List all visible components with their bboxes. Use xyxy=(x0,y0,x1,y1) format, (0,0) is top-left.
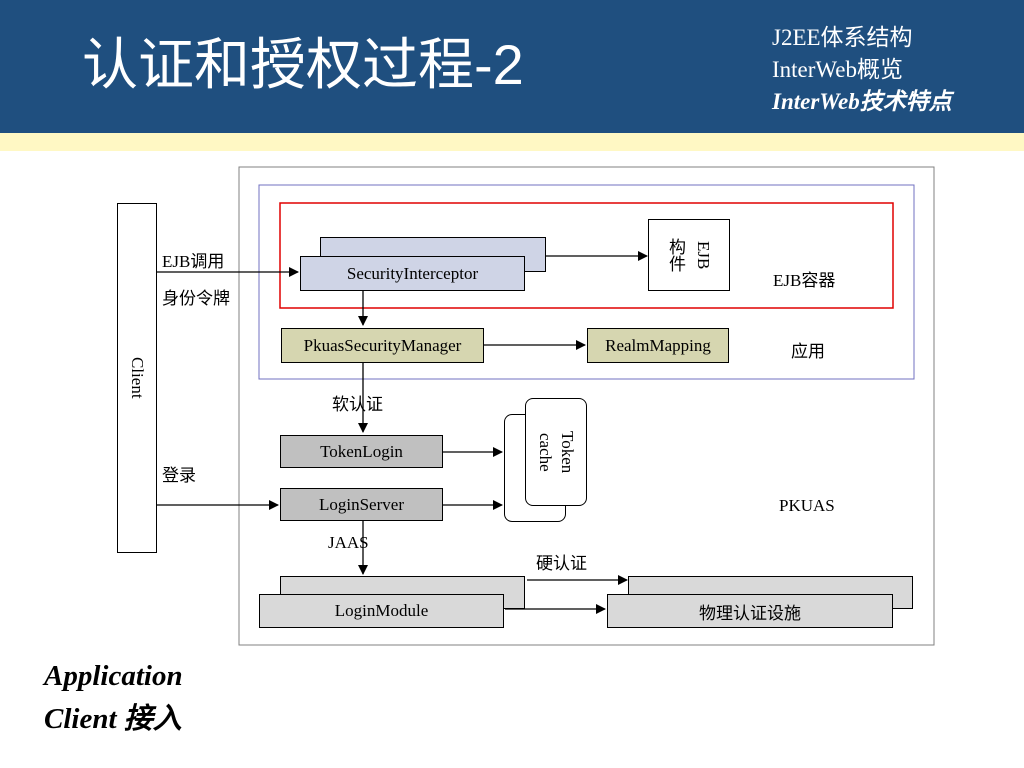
token-cache-label-1: Token xyxy=(558,430,577,474)
security-interceptor-box: SecurityInterceptor xyxy=(300,256,525,291)
security-manager-box: PkuasSecurityManager xyxy=(281,328,484,363)
physical-auth-label: 物理认证设施 xyxy=(699,603,801,623)
login-server-box: LoginServer xyxy=(280,488,443,521)
accent-band xyxy=(0,133,1024,151)
hard-auth-label: 硬认证 xyxy=(536,554,587,573)
realm-mapping-box: RealmMapping xyxy=(587,328,729,363)
physical-auth-box: 物理认证设施 xyxy=(607,594,893,628)
login-label: 登录 xyxy=(162,466,196,485)
pkuas-label: PKUAS xyxy=(779,496,835,515)
security-manager-label: PkuasSecurityManager xyxy=(303,335,462,355)
token-cache-label-2: cache xyxy=(536,432,555,472)
toc-item-features[interactable]: InterWeb技术特点 xyxy=(772,89,952,114)
caption-line-1: Application xyxy=(44,660,183,692)
ejb-call-label: EJB调用 xyxy=(162,252,225,271)
caption-line-2: Client 接入 xyxy=(44,703,182,735)
application-client-caption: Application Client 接入 xyxy=(44,655,183,741)
ejb-component-label-cn: 构件 xyxy=(666,238,685,272)
login-module-label: LoginModule xyxy=(334,601,429,620)
login-module-box: LoginModule xyxy=(259,594,504,628)
client-label: Client xyxy=(128,357,147,399)
ejb-container-label: EJB容器 xyxy=(773,271,836,290)
page-title: 认证和授权过程-2 xyxy=(82,33,524,96)
token-cache-box: cache Token xyxy=(525,398,587,506)
identity-token-label: 身份令牌 xyxy=(162,289,230,308)
application-label: 应用 xyxy=(791,342,825,361)
application-frame xyxy=(258,184,915,380)
toc-item-j2ee[interactable]: J2EE体系结构 xyxy=(772,25,913,50)
login-server-label: LoginServer xyxy=(319,494,404,514)
ejb-component-label-en: EJB xyxy=(694,240,713,270)
toc-item-overview[interactable]: InterWeb概览 xyxy=(772,57,903,82)
ejb-container-frame xyxy=(279,202,894,309)
client-box: Client xyxy=(117,203,157,553)
header-bar: 认证和授权过程-2 J2EE体系结构 InterWeb概览 InterWeb技术… xyxy=(0,0,1024,133)
realm-mapping-label: RealmMapping xyxy=(605,335,711,355)
ejb-component-box: 构件 EJB xyxy=(648,219,730,291)
token-login-box: TokenLogin xyxy=(280,435,443,468)
pkuas-frame xyxy=(238,166,935,646)
security-interceptor-label: SecurityInterceptor xyxy=(346,263,479,283)
jaas-label: JAAS xyxy=(328,533,369,552)
toc-nav: J2EE体系结构 InterWeb概览 InterWeb技术特点 xyxy=(772,22,952,118)
token-login-label: TokenLogin xyxy=(320,441,403,461)
soft-auth-label: 软认证 xyxy=(332,395,383,414)
